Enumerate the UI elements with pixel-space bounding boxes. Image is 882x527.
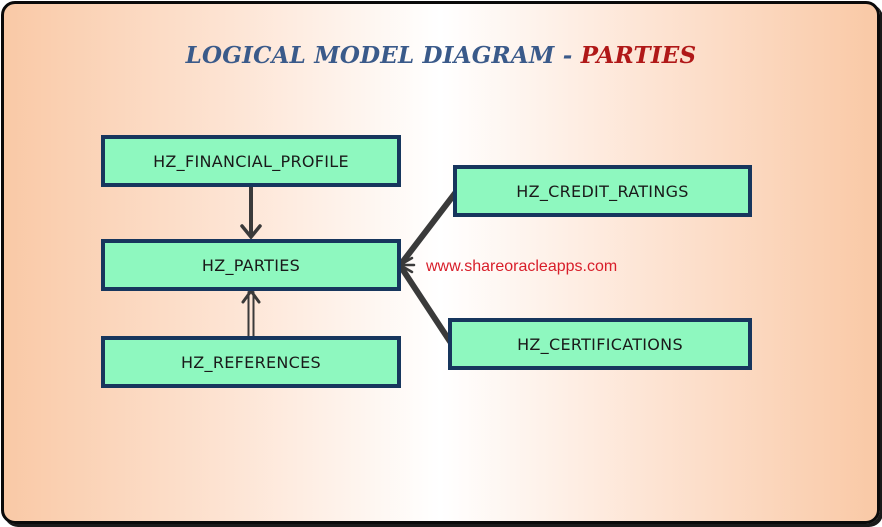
title-subject: PARTIES [580, 42, 697, 69]
entity-label: HZ_PARTIES [201, 255, 301, 275]
diagram-title: LOGICAL MODEL DIAGRAM - PARTIES [0, 42, 882, 69]
entity-hz-financial-profile[interactable]: HZ_FINANCIAL_PROFILE [101, 135, 401, 187]
entity-label: HZ_FINANCIAL_PROFILE [153, 151, 349, 171]
entity-hz-references[interactable]: HZ_REFERENCES [101, 336, 401, 388]
entity-label: HZ_REFERENCES [180, 352, 322, 372]
entity-hz-credit-ratings[interactable]: HZ_CREDIT_RATINGS [453, 165, 752, 217]
entity-label: HZ_CREDIT_RATINGS [516, 181, 689, 201]
watermark-link[interactable]: www.shareoracleapps.com [426, 258, 618, 275]
entity-hz-certifications[interactable]: HZ_CERTIFICATIONS [448, 318, 752, 370]
title-main: LOGICAL MODEL DIAGRAM [185, 42, 555, 69]
title-separator: - [554, 42, 581, 69]
entity-hz-parties[interactable]: HZ_PARTIES [101, 239, 401, 291]
entity-label: HZ_CERTIFICATIONS [517, 334, 683, 354]
